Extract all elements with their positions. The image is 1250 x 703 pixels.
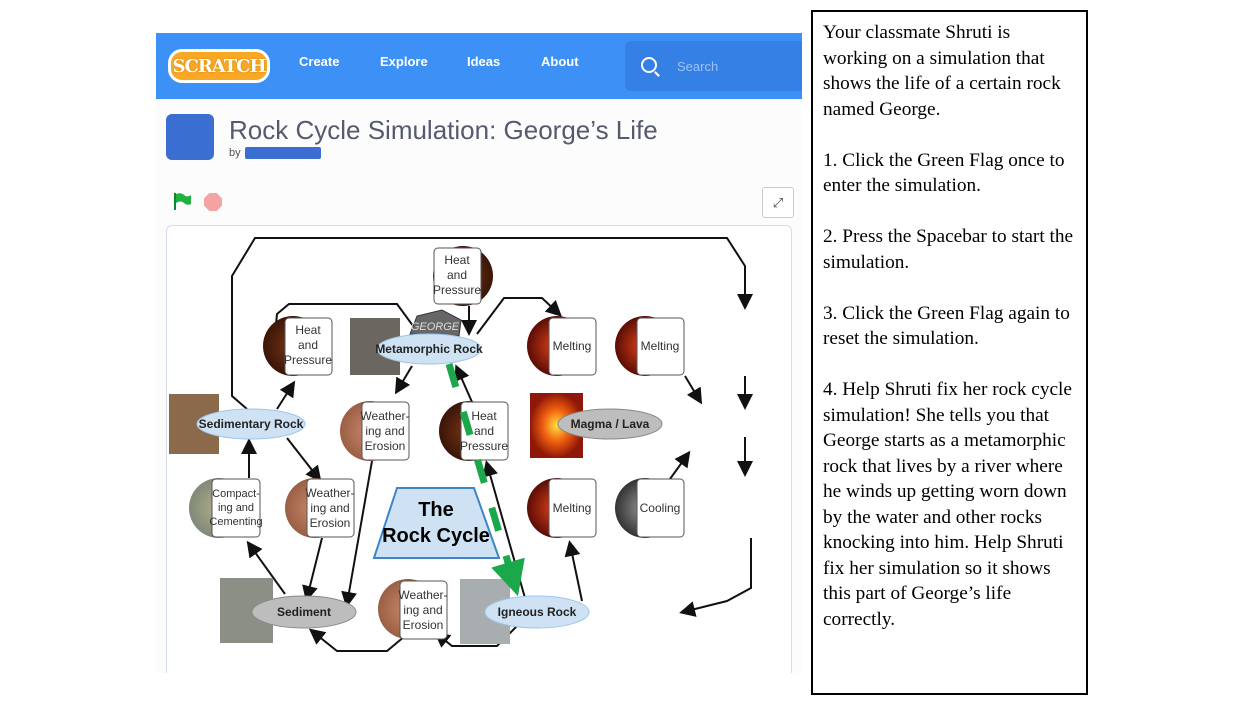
project-thumbnail [166,114,214,160]
svg-text:Sediment: Sediment [277,605,331,619]
process-cooling: Cooling [615,478,685,538]
process-melting-2: Melting [615,316,685,376]
project-title: Rock Cycle Simulation: George’s Life [229,115,658,145]
svg-text:Magma / Lava: Magma / Lava [571,417,650,431]
fullscreen-button[interactable]: ⤢ [762,187,794,218]
top-nav: SCRATCH Create Explore Ideas About Searc… [156,33,802,99]
svg-text:Cooling: Cooling [640,501,681,515]
instruction-step-4: 4. Help Shruti fix her rock cycle simula… [823,379,1072,630]
green-dashed-path-arrow [445,363,525,597]
search-placeholder: Search [677,59,719,74]
svg-text:Melting: Melting [553,501,592,515]
search-input[interactable]: Search [625,41,802,91]
instruction-intro: Your classmate Shruti is working on a si… [823,22,1061,120]
nav-about[interactable]: About [541,54,579,69]
fullscreen-icon: ⤢ [772,195,784,210]
svg-text:Metamorphic Rock: Metamorphic Rock [375,342,483,356]
svg-text:Melting: Melting [553,339,592,353]
svg-text:The: The [418,499,454,521]
instructions-panel: Your classmate Shruti is working on a si… [811,10,1088,695]
svg-text:Sedimentary Rock: Sedimentary Rock [199,417,304,431]
svg-text:Igneous Rock: Igneous Rock [498,605,577,619]
process-melting-3: Melting [527,478,597,538]
rock-cycle-title: The Rock Cycle [372,487,501,559]
scratch-project-page: SCRATCH Create Explore Ideas About Searc… [156,33,802,673]
nav-explore[interactable]: Explore [380,54,428,69]
by-label: by [229,147,241,159]
author-link[interactable] [245,147,321,159]
rock-igneous: Igneous Rock [484,595,590,629]
svg-text:Rock Cycle: Rock Cycle [382,525,490,547]
stop-button[interactable] [204,193,222,211]
scratch-logo[interactable]: SCRATCH [168,49,270,83]
instruction-step-3: 3. Click the Green Flag again to reset t… [823,302,1070,350]
nav-ideas[interactable]: Ideas [467,54,501,69]
nav-create[interactable]: Create [299,54,340,69]
instruction-step-2: 2. Press the Spacebar to start the simul… [823,226,1074,273]
svg-text:Melting: Melting [641,339,680,353]
process-melting-1: Melting [527,316,597,376]
rock-sediment: Sediment [251,595,357,629]
svg-text:GEORGE: GEORGE [411,321,460,333]
rock-sedimentary: Sedimentary Rock [196,408,306,440]
rock-metamorphic: Metamorphic Rock [375,333,483,365]
green-flag-button[interactable] [172,191,192,211]
rock-magma: Magma / Lava [557,408,663,440]
instruction-step-1: 1. Click the Green Flag once to enter th… [823,149,1065,197]
george-sprite[interactable]: GEORGE [409,309,462,337]
search-icon [641,57,657,73]
